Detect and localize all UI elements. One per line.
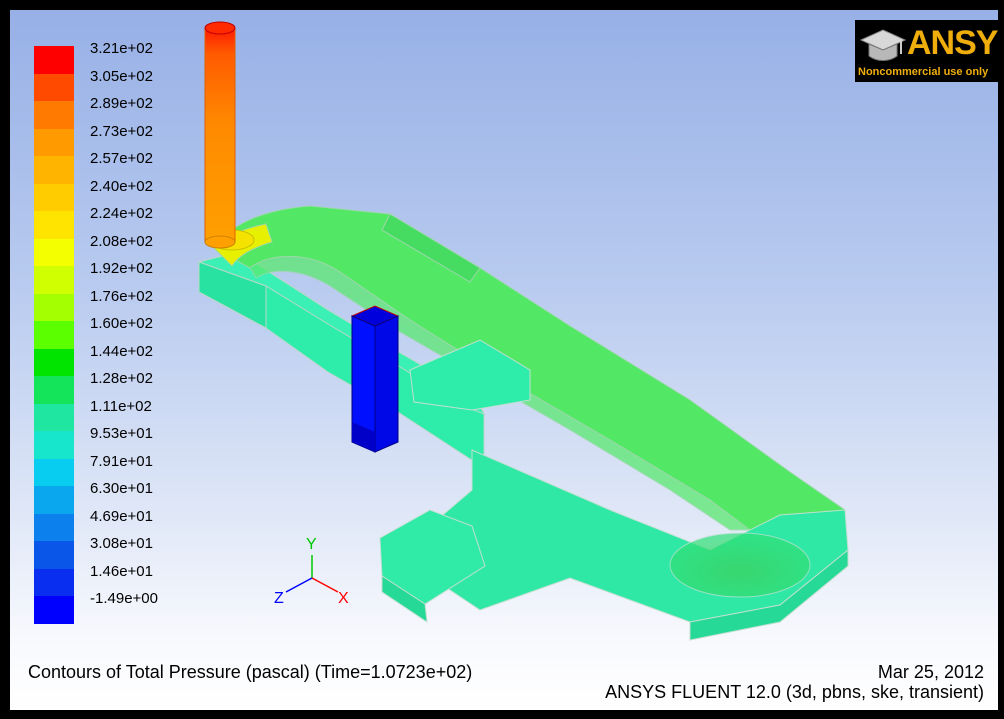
- legend-swatch: [34, 266, 74, 294]
- legend-tick-label: 1.76e+02: [90, 287, 153, 305]
- outlet-duct: [379, 339, 849, 641]
- contour-geometry[interactable]: [10, 10, 998, 710]
- legend-swatch: [34, 183, 74, 212]
- inlet-pipe: [204, 21, 255, 251]
- solver-version: ANSYS FLUENT 12.0 (3d, pbns, ske, transi…: [605, 682, 984, 702]
- legend-tick-label: 2.24e+02: [90, 205, 153, 222]
- legend-swatch: [34, 376, 74, 404]
- legend-swatch: [34, 348, 74, 377]
- plot-caption: Contours of Total Pressure (pascal) (Tim…: [28, 662, 473, 682]
- legend-swatch: [34, 46, 74, 74]
- legend-tick-label: 1.28e+02: [90, 370, 153, 387]
- axis-triad: [285, 555, 339, 593]
- legend-tick-label: 9.53e+01: [90, 425, 153, 442]
- logo-subtitle: Noncommercial use only: [858, 66, 989, 78]
- low-pressure-column: [350, 305, 400, 453]
- ansys-logo: ANSYS Noncommercial use only: [855, 20, 998, 82]
- legend-tick-label: 3.08e+01: [90, 535, 153, 552]
- legend-tick-label: -1.49e+00: [90, 590, 158, 607]
- legend-tick-label: 1.46e+01: [90, 562, 153, 580]
- legend-swatch: [34, 596, 74, 624]
- legend-swatch: [34, 101, 74, 129]
- legend-swatch: [34, 403, 74, 432]
- legend-swatch: [34, 238, 74, 267]
- legend-tick-label: 1.11e+02: [90, 397, 152, 415]
- legend-swatch: [34, 211, 74, 239]
- axis-x-label: X: [338, 590, 349, 607]
- legend-swatch: [34, 128, 74, 157]
- legend-swatch: [34, 321, 74, 349]
- legend-tick-label: 2.40e+02: [90, 177, 153, 195]
- legend-tick-label: 2.08e+02: [90, 232, 153, 250]
- legend-swatch: [34, 73, 74, 102]
- legend-swatch: [34, 568, 74, 597]
- logo-wordmark: ANSYS: [907, 24, 998, 62]
- legend-swatch: [34, 431, 74, 459]
- graphics-viewport[interactable]: Y X Z 3.21e+02 3.05e+02 2.89e+02 2.73e+02 2.…: [10, 10, 998, 710]
- legend-tick-label: 2.57e+02: [90, 150, 153, 167]
- legend-tick-label: 6.30e+01: [90, 480, 153, 497]
- axis-y-label: Y: [306, 536, 317, 553]
- legend-tick-label: 2.89e+02: [90, 95, 153, 112]
- legend-swatch: [34, 486, 74, 514]
- axis-z-label: Z: [274, 590, 284, 607]
- legend-swatch: [34, 458, 74, 487]
- legend-tick-label: 3.21e+02: [90, 40, 153, 57]
- legend-swatch: [34, 513, 74, 542]
- legend-tick-label: 3.05e+02: [90, 67, 153, 85]
- graduation-cap-icon: [859, 29, 907, 61]
- legend-tick-label: 1.92e+02: [90, 260, 153, 277]
- plot-date: Mar 25, 2012: [877, 662, 984, 682]
- legend-swatch: [34, 541, 74, 569]
- legend-swatch: [34, 156, 74, 184]
- legend-tick-label: 7.91e+01: [90, 452, 153, 470]
- legend-tick-label: 1.60e+02: [90, 315, 153, 332]
- legend-tick-label: 1.44e+02: [90, 342, 153, 360]
- legend-swatch: [34, 293, 74, 322]
- legend-tick-label: 2.73e+02: [90, 122, 153, 140]
- legend-tick-label: 4.69e+01: [90, 507, 153, 525]
